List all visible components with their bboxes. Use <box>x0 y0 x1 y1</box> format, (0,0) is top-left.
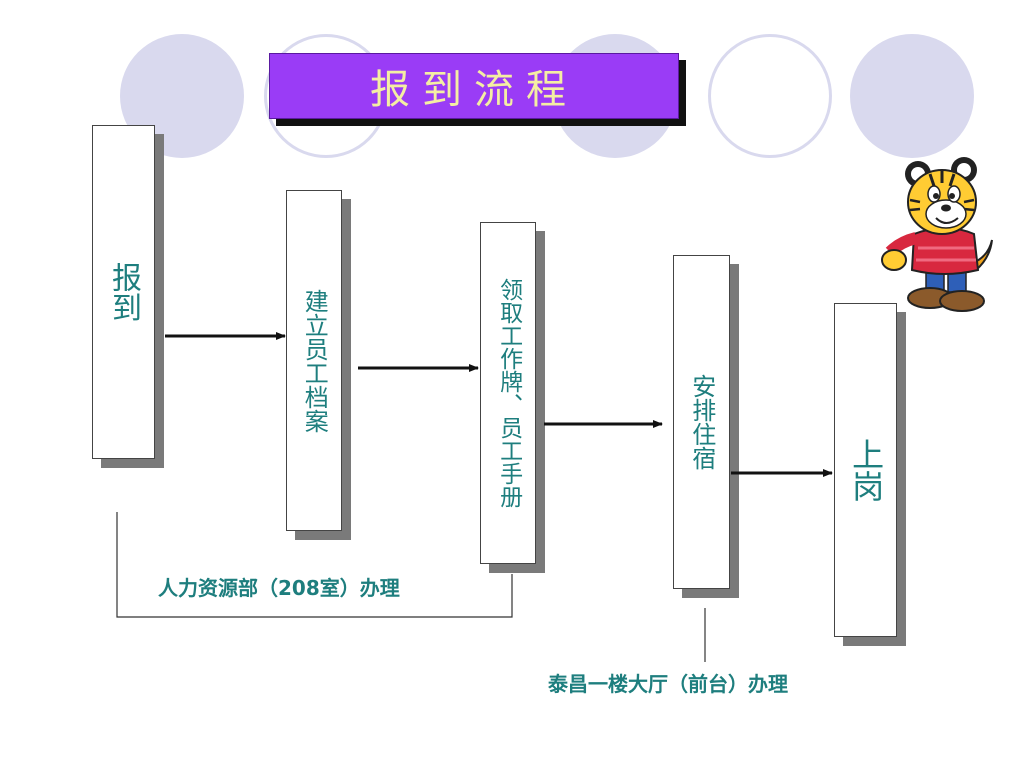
title-banner: 报到流程 <box>269 53 679 119</box>
step-box-report: 报到 <box>92 125 155 459</box>
step-box-file: 建立员工档案 <box>286 190 342 531</box>
front-desk-note: 泰昌一楼大厅（前台）办理 <box>548 672 788 696</box>
step-box-lodging: 安排住宿 <box>673 255 730 589</box>
step-label: 报到 <box>106 262 141 322</box>
step-label: 上岗 <box>847 438 886 502</box>
decor-circle <box>850 34 974 158</box>
hr-bracket <box>116 512 513 618</box>
step-label: 建立员工档案 <box>300 288 329 433</box>
step-box-onduty: 上岗 <box>834 303 897 637</box>
page-title: 报到流程 <box>370 67 578 113</box>
hr-note: 人力资源部（208室）办理 <box>158 576 400 600</box>
decor-circle <box>708 34 832 158</box>
step-box-badge: 领取工作牌、员工手册 <box>480 222 536 564</box>
tiger-mascot-icon <box>881 157 993 312</box>
step-label: 领取工作牌、员工手册 <box>495 278 522 508</box>
step-label: 安排住宿 <box>687 374 716 470</box>
